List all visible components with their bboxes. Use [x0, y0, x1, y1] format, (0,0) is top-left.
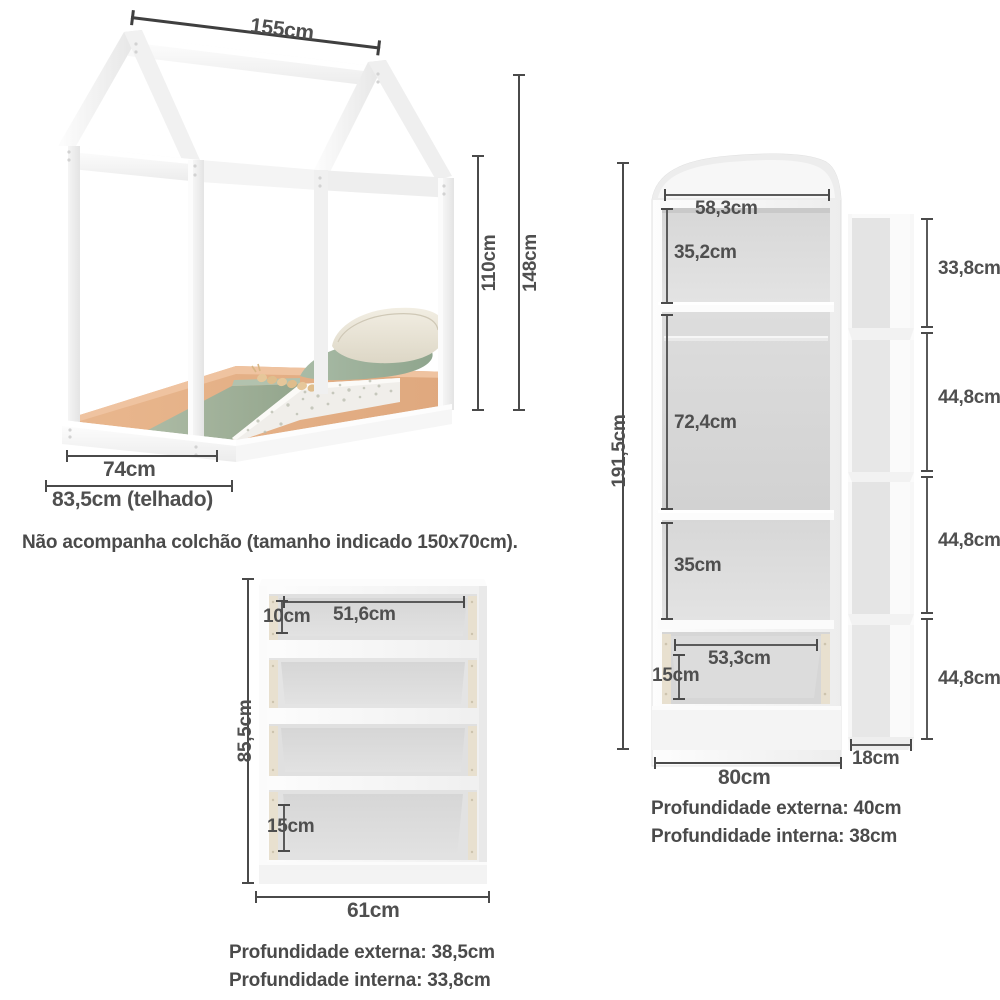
wardrobe-drawer-width-rule [674, 639, 818, 651]
wardrobe-drawer-height-label: 15cm [652, 665, 700, 686]
dresser-drawer-height-top-label: 10cm [263, 606, 311, 627]
wardrobe-hanging-rule [661, 314, 673, 510]
dresser-drawer-height-top-rule [276, 600, 288, 634]
dresser-height-rule [242, 578, 254, 884]
pillow-cream [332, 307, 446, 364]
wardrobe-depth-external-caption: Profundidade externa: 40cm [651, 798, 902, 819]
wardrobe-hanging-label: 72,4cm [674, 412, 737, 433]
wardrobe-inner-width-label: 58,3cm [695, 198, 758, 219]
wardrobe-side-shelf-2-label: 44,8cm [938, 387, 1000, 408]
bed-mattress-note: Não acompanha colchão (tamanho indicado … [22, 532, 518, 553]
wardrobe-lower-shelf-rule [661, 522, 673, 620]
dresser-width-label: 61cm [347, 899, 400, 922]
bed-total-height-label: 148cm [520, 234, 541, 292]
bed-inner-height-rule [472, 155, 484, 411]
dresser-illustration [259, 576, 487, 884]
duvet [232, 378, 400, 442]
dresser-depth-internal-caption: Profundidade interna: 33,8cm [229, 970, 491, 991]
wardrobe-side-shelf-1-rule [921, 218, 933, 328]
bed-frame [58, 30, 454, 462]
dresser-drawer-width-rule [283, 596, 465, 608]
wardrobe-side-shelf-4-rule [921, 618, 933, 740]
dresser-figure: 85,5cm 51,6cm 10cm 15cm 61cm [225, 560, 545, 922]
bed-inner-height-label: 110cm [479, 234, 500, 292]
wardrobe-drawer-height-rule [673, 654, 685, 700]
wardrobe-inner-width-rule [664, 189, 830, 201]
bed-base-width-rule [66, 450, 218, 462]
wardrobe-side-shelf-4-label: 44,8cm [938, 668, 1000, 689]
wardrobe-figure: 191,5cm 58,3cm 35,2cm 72,4cm 35cm 53,3cm… [600, 140, 1000, 840]
dresser-width-rule [255, 891, 490, 903]
dresser-depth-external-caption: Profundidade externa: 38,5cm [229, 942, 495, 963]
dresser-drawer-width-label: 51,6cm [333, 604, 396, 625]
wardrobe-side-shelf-2-rule [921, 332, 933, 472]
wardrobe-height-label: 191,5cm [609, 414, 630, 488]
wardrobe-top-compartment-rule [661, 208, 673, 304]
wardrobe-depth-internal-caption: Profundidade interna: 38cm [651, 826, 898, 847]
wardrobe-column-width-rule [850, 739, 912, 751]
bed-roof-base-width-rule [45, 480, 233, 492]
dresser-height-label: 85,5cm [235, 699, 256, 763]
bed-base-width-label: 74cm [103, 458, 156, 481]
wardrobe-drawer-width-label: 53,3cm [708, 648, 771, 669]
wardrobe-width-rule [654, 757, 842, 769]
bed-illustration [58, 30, 454, 462]
wardrobe-side-shelf-1-label: 33,8cm [938, 258, 1000, 279]
dresser-drawer-height-bottom-label: 15cm [267, 816, 315, 837]
wardrobe-side-shelf-3-rule [921, 476, 933, 614]
wardrobe-width-label: 80cm [718, 766, 771, 789]
wardrobe-top-compartment-label: 35,2cm [674, 242, 737, 263]
wardrobe-illustration [651, 153, 914, 767]
wardrobe-side-shelf-3-label: 44,8cm [938, 530, 1000, 551]
bed-roof-base-width-label: 83,5cm (telhado) [52, 488, 213, 511]
wardrobe-lower-shelf-label: 35cm [674, 555, 722, 576]
wardrobe-height-rule [617, 162, 629, 750]
bed-figure: 155cm 110cm 148cm 74cm 83,5cm (telhado) [0, 0, 570, 520]
dresser-drawer-height-bottom-rule [278, 804, 290, 852]
wardrobe-column-width-label: 18cm [852, 748, 900, 769]
bed-total-height-rule [513, 74, 525, 411]
